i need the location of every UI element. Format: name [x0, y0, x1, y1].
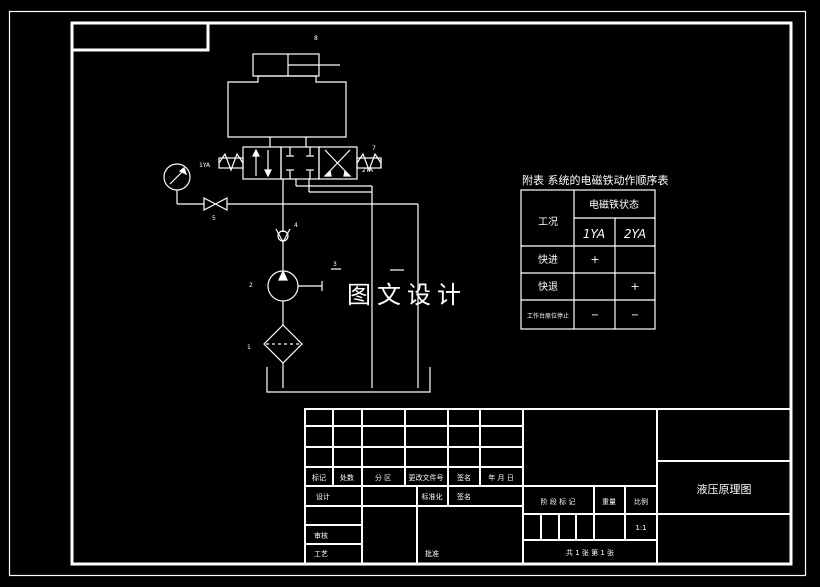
tb-review: 审核 — [314, 531, 328, 540]
label-2: 2 — [249, 282, 253, 289]
label-1: 1 — [247, 344, 251, 351]
tb-weight: 重量 — [602, 498, 616, 506]
tb-count: 处数 — [340, 473, 354, 482]
col-1ya: 1YA — [583, 227, 605, 241]
tb-scale: 比例 — [634, 497, 648, 506]
sequence-table — [520, 189, 656, 330]
row-1-1ya: + — [590, 253, 599, 266]
label-7: 7 — [372, 145, 376, 152]
row-2-2ya: + — [630, 280, 639, 293]
tb-zone: 分 区 — [375, 473, 391, 482]
row-3-2ya: − — [631, 310, 639, 321]
tb-date: 年 月 日 — [488, 473, 513, 482]
tb-approve: 批准 — [425, 549, 439, 558]
corner-box — [70, 21, 210, 52]
label-3: 3 — [333, 261, 337, 268]
directional-valve — [218, 146, 382, 180]
tb-stage-mark: 阶 段 标 记 — [541, 497, 576, 506]
tb-docno: 更改文件号 — [409, 473, 444, 482]
label-2ya: 2YA — [362, 167, 374, 174]
table-title: 附表 系统的电磁铁动作顺序表 — [522, 173, 669, 187]
watermark: 图文设计 — [347, 281, 467, 309]
header-condition: 工况 — [538, 216, 558, 228]
label-5: 5 — [212, 215, 216, 222]
tb-scale-value: 1:1 — [635, 524, 646, 532]
tb-sign: 签名 — [457, 473, 471, 482]
title-block — [304, 408, 792, 565]
tb-sign2: 签名 — [457, 492, 471, 501]
row-2-label: 快退 — [538, 281, 558, 293]
work-table — [227, 75, 347, 138]
row-3-label: 工作台原位停止 — [527, 312, 569, 320]
col-2ya: 2YA — [624, 227, 646, 241]
tb-design: 设计 — [316, 492, 330, 501]
tb-sheets: 共 1 张 第 1 张 — [566, 548, 614, 557]
header-state: 电磁铁状态 — [589, 198, 639, 211]
throttle-valve — [203, 197, 228, 211]
row-3-1ya: − — [591, 310, 599, 321]
drawing-name: 液压原理图 — [697, 482, 752, 496]
label-4: 4 — [294, 222, 298, 229]
label-8: 8 — [314, 35, 318, 42]
label-1ya: 1YA — [199, 162, 211, 169]
hydraulic-circuit — [163, 53, 431, 393]
tb-standard: 标准化 — [422, 492, 443, 501]
tb-mark: 标记 — [312, 473, 326, 482]
row-1-label: 快进 — [538, 254, 558, 266]
oil-tank — [266, 367, 431, 393]
outer-border — [8, 10, 807, 577]
tb-process: 工艺 — [314, 550, 328, 558]
